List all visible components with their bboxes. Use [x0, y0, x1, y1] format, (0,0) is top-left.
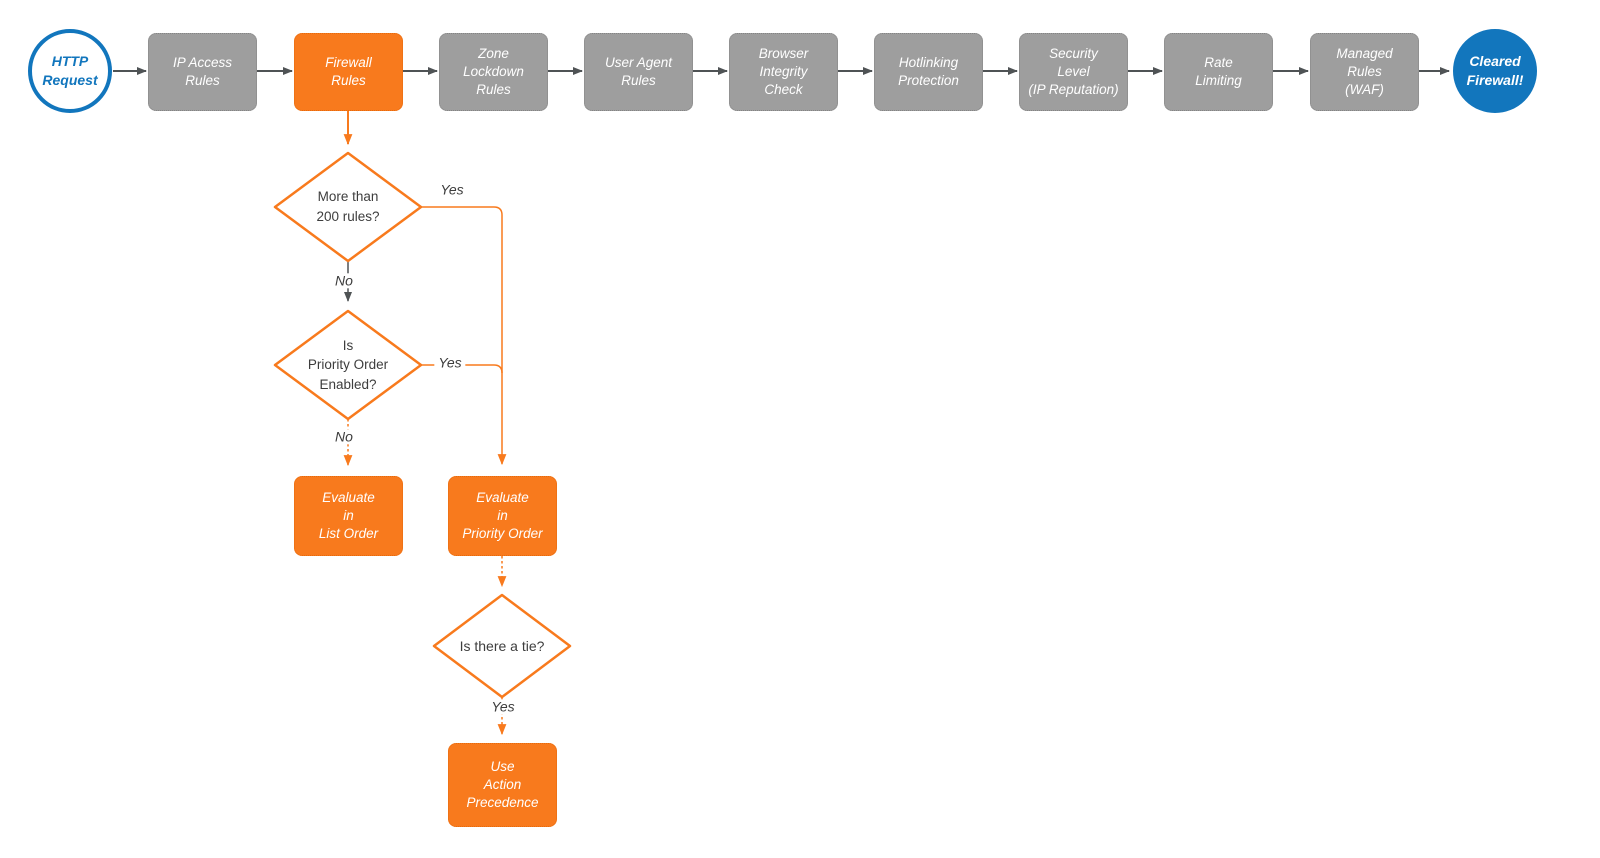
decision-priority-order-enabled: Is Priority Order Enabled?	[283, 321, 413, 409]
node-firewall-rules-label: Firewall Rules	[325, 54, 372, 88]
decision-is-there-a-tie-label: Is there a tie?	[459, 637, 545, 654]
node-firewall-rules: Firewall Rules	[294, 33, 403, 111]
node-browser-integrity-check: Browser Integrity Check	[729, 33, 838, 111]
node-cleared-firewall-label: Cleared Firewall!	[1466, 53, 1524, 88]
node-cleared-firewall: Cleared Firewall!	[1453, 29, 1537, 113]
node-evaluate-in-priority-order: Evaluate in Priority Order	[448, 476, 557, 556]
node-evaluate-in-list-order: Evaluate in List Order	[294, 476, 403, 556]
node-use-action-precedence-label: Use Action Precedence	[466, 758, 539, 811]
node-zone-lockdown-rules-label: Zone Lockdown Rules	[463, 45, 524, 98]
edge-label-no-200-rules: No	[331, 272, 357, 289]
decision-more-than-200-rules-shape	[273, 151, 423, 263]
node-ip-access-rules-label: IP Access Rules	[172, 54, 233, 88]
node-user-agent-rules-label: User Agent Rules	[604, 54, 673, 88]
node-security-level: Security Level (IP Reputation)	[1019, 33, 1128, 111]
decision-more-than-200-rules-label: More than 200 rules?	[316, 189, 380, 224]
node-hotlinking-protection-label: Hotlinking Protection	[898, 54, 959, 88]
connector-yes-200rules-to-priority-box	[421, 206, 507, 466]
decision-priority-order-enabled-shape	[273, 309, 423, 421]
node-security-level-label: Security Level (IP Reputation)	[1028, 45, 1119, 98]
node-managed-rules-waf-label: Managed Rules (WAF)	[1336, 45, 1393, 98]
node-ip-access-rules: IP Access Rules	[148, 33, 257, 111]
node-user-agent-rules: User Agent Rules	[584, 33, 693, 111]
decision-priority-order-enabled-label: Is Priority Order Enabled?	[307, 337, 389, 392]
node-evaluate-in-priority-order-label: Evaluate in Priority Order	[462, 489, 543, 542]
node-browser-integrity-check-label: Browser Integrity Check	[758, 45, 809, 98]
node-evaluate-in-list-order-label: Evaluate in List Order	[318, 489, 379, 542]
edge-label-yes-tie: Yes	[487, 698, 519, 715]
node-rate-limiting: Rate Limiting	[1164, 33, 1273, 111]
node-hotlinking-protection: Hotlinking Protection	[874, 33, 983, 111]
edge-label-yes-200-rules: Yes	[436, 181, 468, 198]
edge-label-yes-priority-enabled: Yes	[434, 354, 466, 371]
connector-yes-priority-enabled	[421, 364, 503, 374]
decision-more-than-200-rules: More than 200 rules?	[283, 163, 413, 251]
decision-is-there-a-tie: Is there a tie?	[437, 602, 567, 690]
node-http-request: HTTP Request	[28, 29, 112, 113]
node-zone-lockdown-rules: Zone Lockdown Rules	[439, 33, 548, 111]
node-use-action-precedence: Use Action Precedence	[448, 743, 557, 827]
node-rate-limiting-label: Rate Limiting	[1195, 54, 1242, 88]
node-http-request-label: HTTP Request	[42, 53, 98, 88]
node-managed-rules-waf: Managed Rules (WAF)	[1310, 33, 1419, 111]
edge-label-no-priority-enabled: No	[331, 428, 357, 445]
decision-is-there-a-tie-shape	[432, 593, 572, 699]
